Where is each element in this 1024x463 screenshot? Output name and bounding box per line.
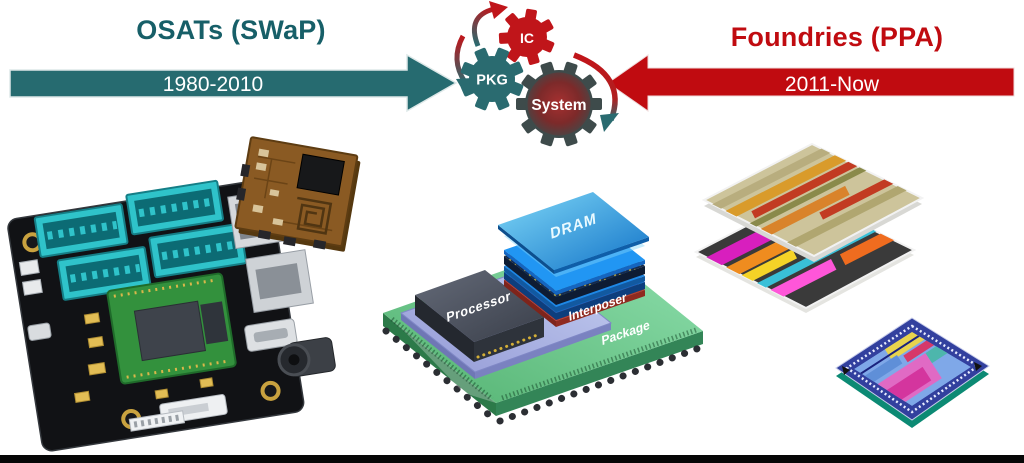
passive-components: [73, 312, 214, 404]
ic-gear: IC: [498, 8, 555, 65]
system-gear-label: System: [531, 97, 586, 114]
top-layout-layer: [701, 142, 925, 262]
brown-module-image: [234, 136, 361, 252]
solder-pads: [252, 148, 284, 226]
slide-bottom-border: [0, 455, 1024, 463]
pkg-gear-label: PKG: [476, 73, 507, 89]
teal-pin-headers: [33, 179, 247, 301]
module-chip: [296, 153, 345, 196]
ethernet-port: [245, 249, 314, 314]
right-flow-title: Foundries (PPA): [730, 22, 944, 52]
stacked-layouts-image: [693, 142, 925, 313]
bond-pad-ring: [844, 324, 981, 414]
som-module: [106, 272, 237, 385]
system-gear: System: [516, 61, 602, 147]
left-arrow-shape: [607, 54, 1015, 112]
barrel-jack: [277, 337, 336, 377]
cycle-arrow-right-icon: [573, 52, 619, 132]
left-flow-title: OSATs (SWaP): [136, 15, 326, 45]
corner-mark-left: [842, 366, 850, 375]
single-board-computer-image: [7, 179, 336, 452]
cycle-arrow-top-left-icon: [472, 1, 508, 47]
mounting-holes: [22, 232, 281, 429]
side-connectors: [18, 259, 43, 296]
right-period-label: 2011-Now: [785, 73, 880, 96]
spiral-inductor: [296, 196, 333, 235]
micro-usb-port: [27, 322, 52, 341]
traces: [253, 155, 333, 232]
right-timeline-arrow: 2011-Now: [607, 54, 1015, 112]
dram-die: DRAM: [498, 192, 649, 274]
left-period-label: 1980-2010: [163, 73, 263, 96]
right-arrow-shape: [9, 53, 458, 113]
package-exploded-image: Processor: [382, 192, 706, 425]
soc-die-image: [835, 317, 990, 428]
hdmi-port: [244, 318, 298, 352]
processor-die: Processor: [415, 270, 544, 362]
pkg-gear: PKG: [460, 47, 524, 111]
gear-cycle-graphic: IC PKG: [454, 1, 619, 147]
left-timeline-arrow: 1980-2010: [9, 53, 458, 113]
corner-mark-right: [974, 362, 982, 371]
bottom-header: [128, 410, 186, 432]
ic-gear-label: IC: [520, 30, 534, 46]
edge-contacts: [236, 163, 327, 250]
